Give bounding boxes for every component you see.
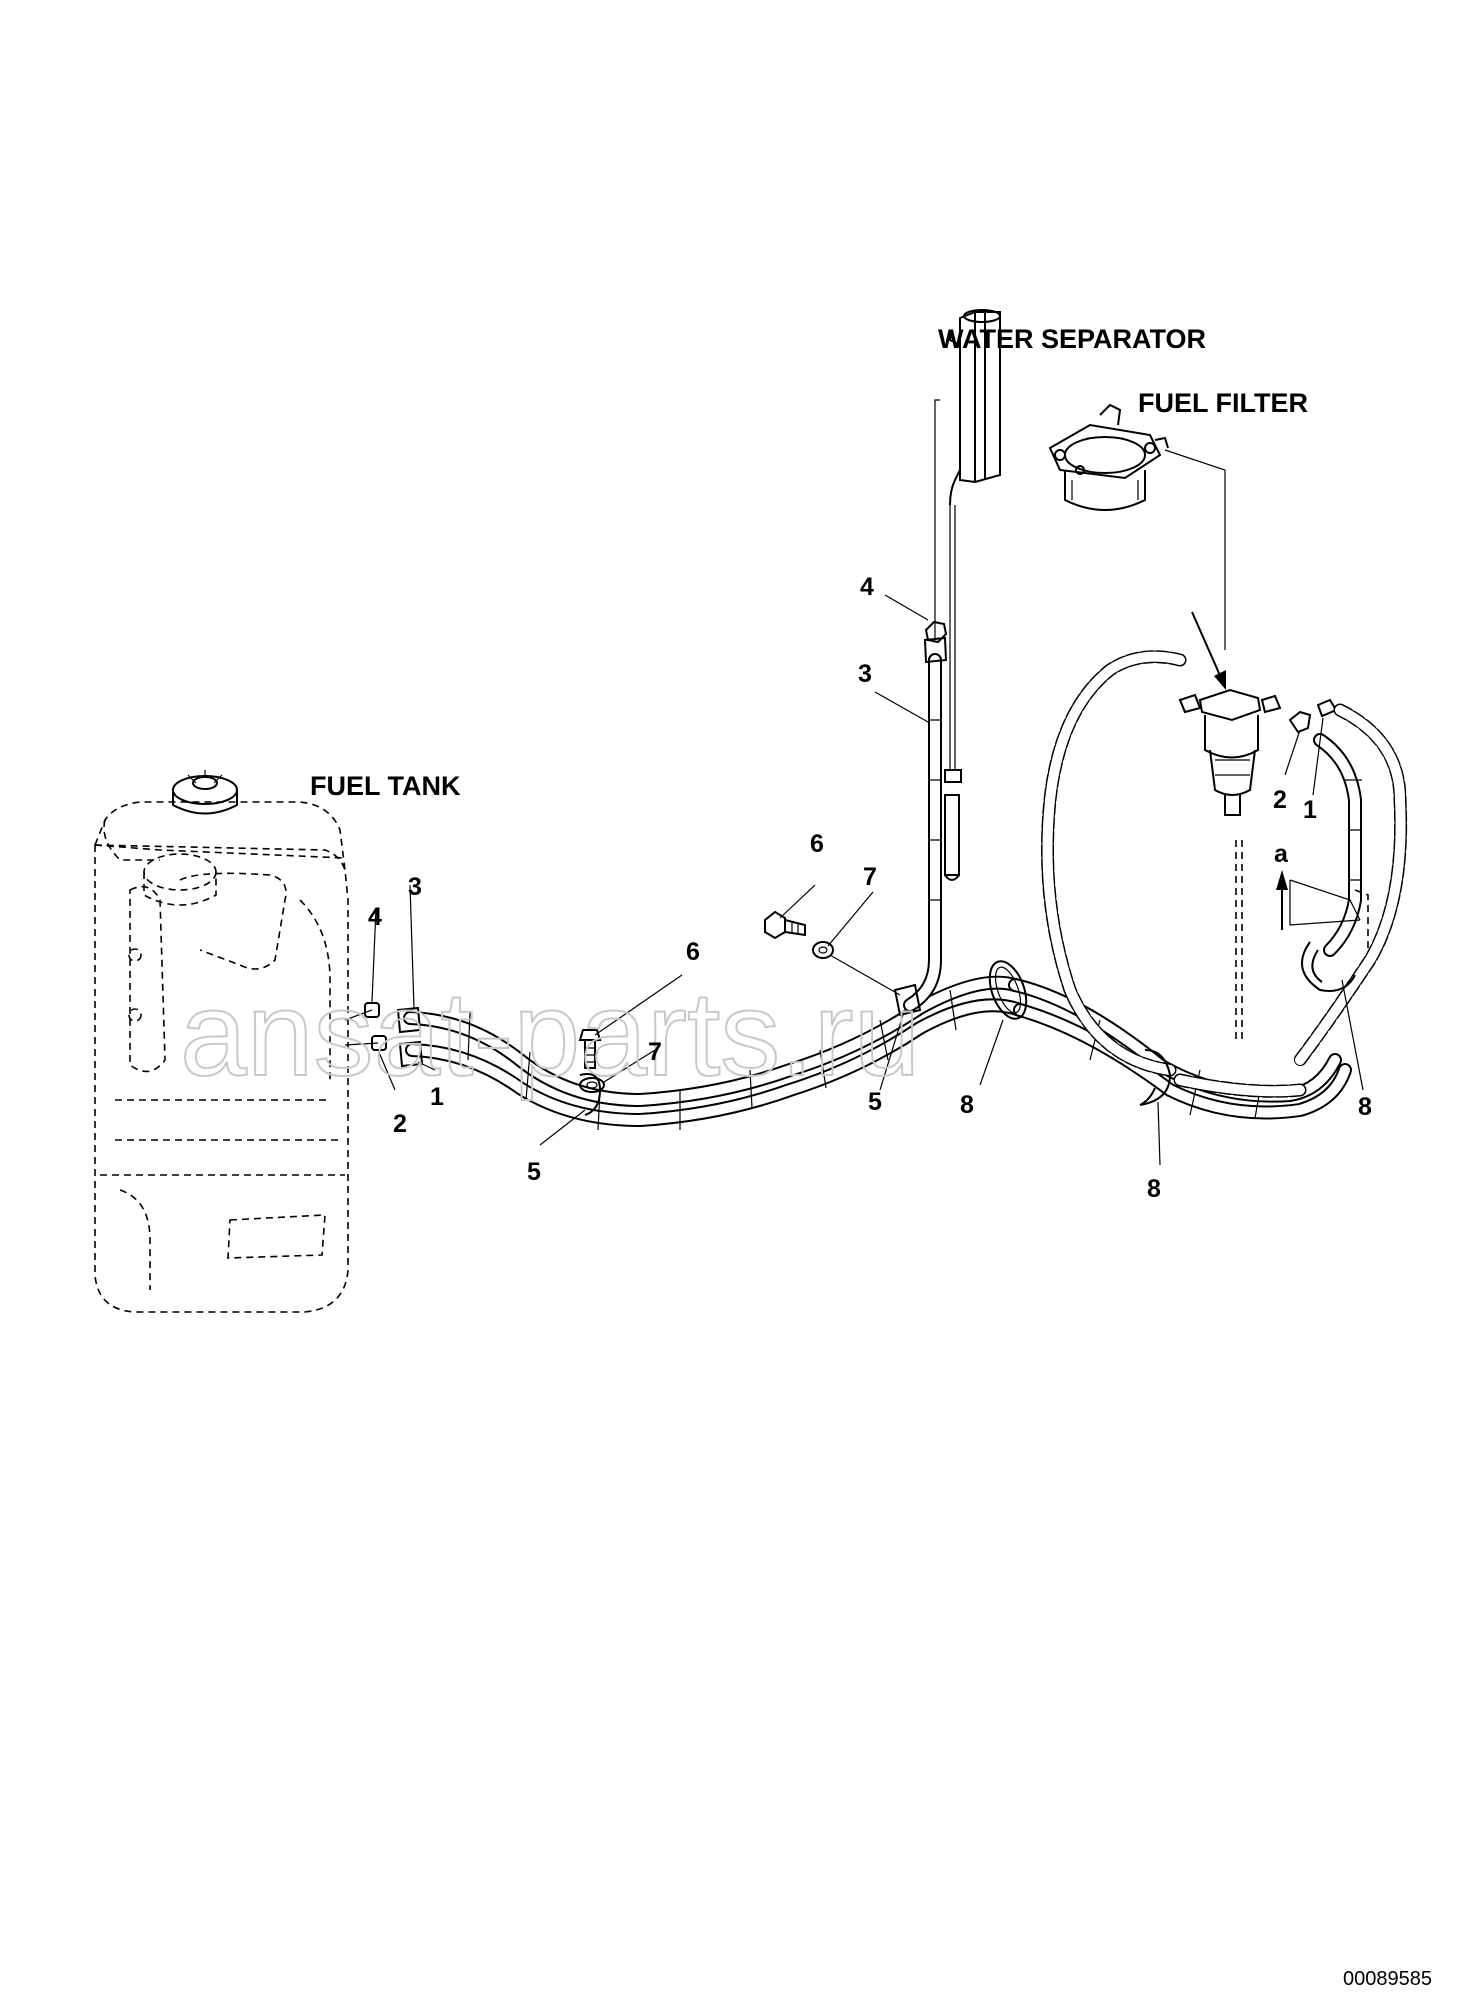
callout-washer-7-left: 7: [648, 1038, 662, 1066]
bolt-and-washer-parts: [578, 910, 901, 1093]
callout-separator-1: 1: [1303, 796, 1317, 824]
callout-band-8-mid: 8: [1147, 1175, 1161, 1203]
view-arrow-a: [1276, 870, 1288, 930]
fuel-tank-drawing: [94, 770, 387, 1313]
fuel-tank-label: FUEL TANK: [310, 771, 461, 801]
callout-tank-4: 4: [368, 903, 382, 931]
view-arrow-label: a: [1274, 840, 1289, 868]
alternate-hose-routing: [1041, 650, 1408, 1098]
callout-bolt-6-left: 6: [686, 938, 700, 966]
clamps-and-bands: [579, 941, 1356, 1116]
callout-leader-lines: [371, 594, 1364, 1166]
fuel-filter-label: FUEL FILTER: [1138, 388, 1308, 418]
upper-fuel-pipe-drawing: [934, 309, 1001, 881]
callout-tank-1: 1: [430, 1083, 444, 1111]
callout-tank-2: 2: [393, 1110, 407, 1138]
callout-tank-3: 3: [408, 873, 422, 901]
callout-band-8-left: 8: [960, 1091, 974, 1119]
watermark: ansat-parts.ru: [180, 967, 920, 1101]
water-separator-pointer-arrow: [1191, 611, 1226, 690]
water-separator-drawing: [1178, 688, 1362, 1040]
callout-band-8-right: 8: [1358, 1093, 1372, 1121]
callout-bolt-6-mid: 6: [810, 830, 824, 858]
callout-washer-7-mid: 7: [863, 863, 877, 891]
callout-riser-4: 4: [860, 573, 874, 601]
document-id: 00089585: [1343, 1968, 1432, 1990]
water-separator-label: WATER SEPARATOR: [938, 324, 1206, 354]
callout-riser-3: 3: [858, 660, 872, 688]
callout-clamp-5-mid: 5: [868, 1088, 882, 1116]
callout-separator-2: 2: [1273, 786, 1287, 814]
callout-clamp-5-left: 5: [527, 1158, 541, 1186]
fuel-filter-drawing: [1048, 403, 1226, 650]
